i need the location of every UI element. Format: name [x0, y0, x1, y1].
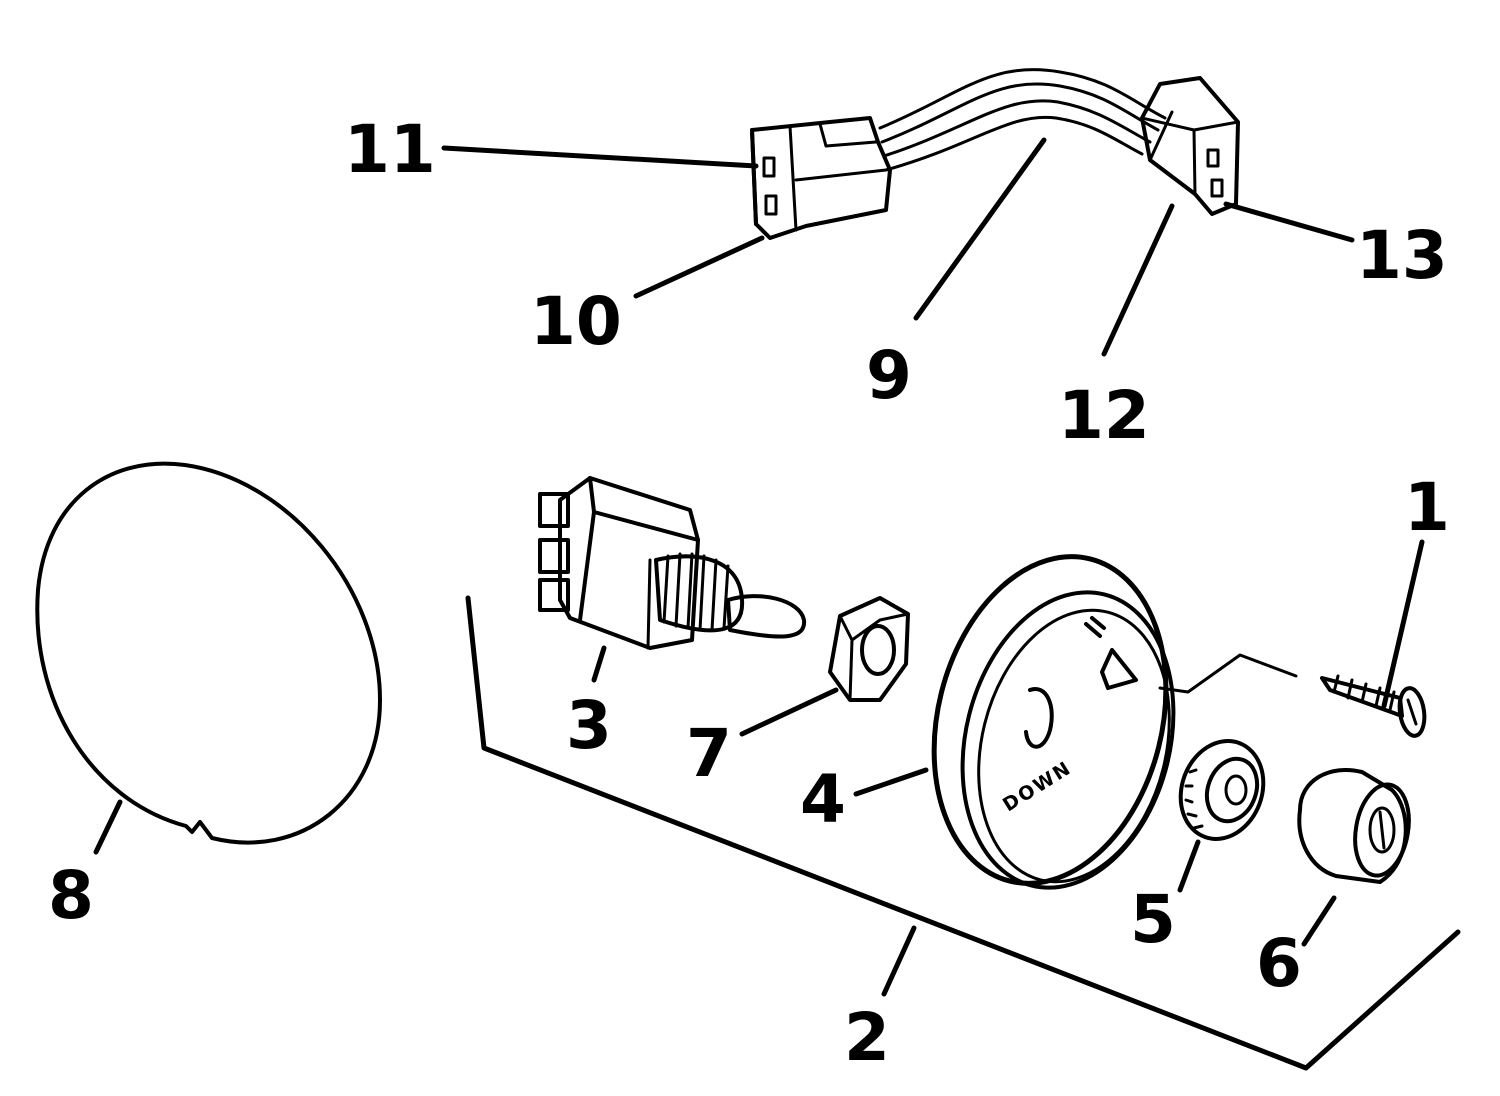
- callout-11: 11: [344, 111, 436, 188]
- gasket-ring: [35, 461, 382, 845]
- leader-9: [913, 137, 1047, 321]
- leader-3: [591, 645, 607, 683]
- leader-12: [1101, 203, 1175, 357]
- callout-2: 2: [844, 999, 890, 1076]
- callout-9: 9: [866, 337, 912, 414]
- leader-7: [739, 687, 839, 737]
- callout-5: 5: [1130, 881, 1176, 958]
- callouts: 1 2 3 4 5 6 7 8 9 10 11 12 13: [48, 111, 1450, 1076]
- leader-2: [881, 925, 917, 997]
- leader-6: [1301, 895, 1337, 947]
- assembly-bracket: [465, 595, 1461, 1071]
- leader-5: [1177, 839, 1201, 893]
- connector-right: [1140, 76, 1240, 216]
- leader-1: [1381, 539, 1425, 709]
- callout-1: 1: [1404, 469, 1450, 546]
- leader-10: [633, 235, 765, 299]
- leader-8: [93, 799, 123, 855]
- callout-3: 3: [566, 687, 612, 764]
- callout-4: 4: [800, 761, 846, 838]
- callout-10: 10: [530, 283, 622, 360]
- leader-13: [1223, 201, 1355, 243]
- knob: [1297, 768, 1411, 884]
- leader-4: [853, 767, 929, 797]
- callout-12: 12: [1058, 377, 1150, 454]
- callout-8: 8: [48, 857, 94, 934]
- knurled-bushing: [1178, 739, 1266, 841]
- connector-left: [750, 116, 892, 240]
- dial-down-label: DOWN: [999, 757, 1076, 816]
- callout-6: 6: [1256, 925, 1302, 1002]
- callout-7: 7: [686, 715, 732, 792]
- toggle-switch: [538, 476, 807, 650]
- leader-lines: [93, 137, 1425, 997]
- dial-plate: DOWN: [931, 554, 1298, 890]
- hex-nut: [828, 596, 910, 702]
- wire-harness: [878, 68, 1167, 172]
- screw: [1320, 674, 1427, 738]
- callout-13: 13: [1356, 217, 1448, 294]
- leader-11: [441, 145, 759, 169]
